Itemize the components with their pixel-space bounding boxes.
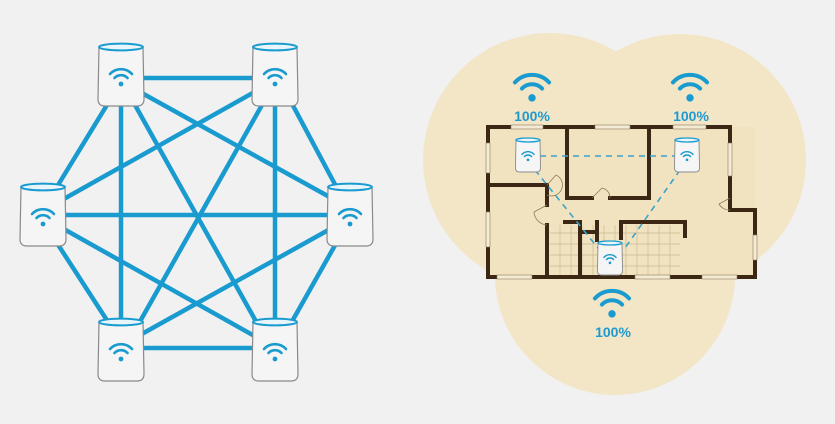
router-node-center xyxy=(598,241,623,275)
signal-bottom: 100% xyxy=(595,291,631,340)
doors xyxy=(533,174,731,226)
router-node-top-right xyxy=(252,44,298,106)
signal-strength-label: 100% xyxy=(673,108,709,124)
router-node-mid-left xyxy=(20,184,66,246)
router-node-left-room xyxy=(516,138,541,172)
mesh-links xyxy=(40,75,353,351)
router-node-top-left xyxy=(98,44,144,106)
router-node-mid-right xyxy=(327,184,373,246)
mesh-links-dashed xyxy=(534,155,681,249)
router-node-bottom-right xyxy=(252,319,298,381)
signal-top-left: 100% xyxy=(514,75,550,124)
signal-top-right: 100% xyxy=(673,75,709,124)
router-node-bottom-left xyxy=(98,319,144,381)
windows xyxy=(485,124,758,280)
coverage-floorplan: 100% 100% 100% xyxy=(423,33,806,395)
signal-strength-label: 100% xyxy=(595,324,631,340)
router-node-right-room xyxy=(675,138,700,172)
mesh-diagram xyxy=(20,44,373,381)
signal-strength-label: 100% xyxy=(514,108,550,124)
